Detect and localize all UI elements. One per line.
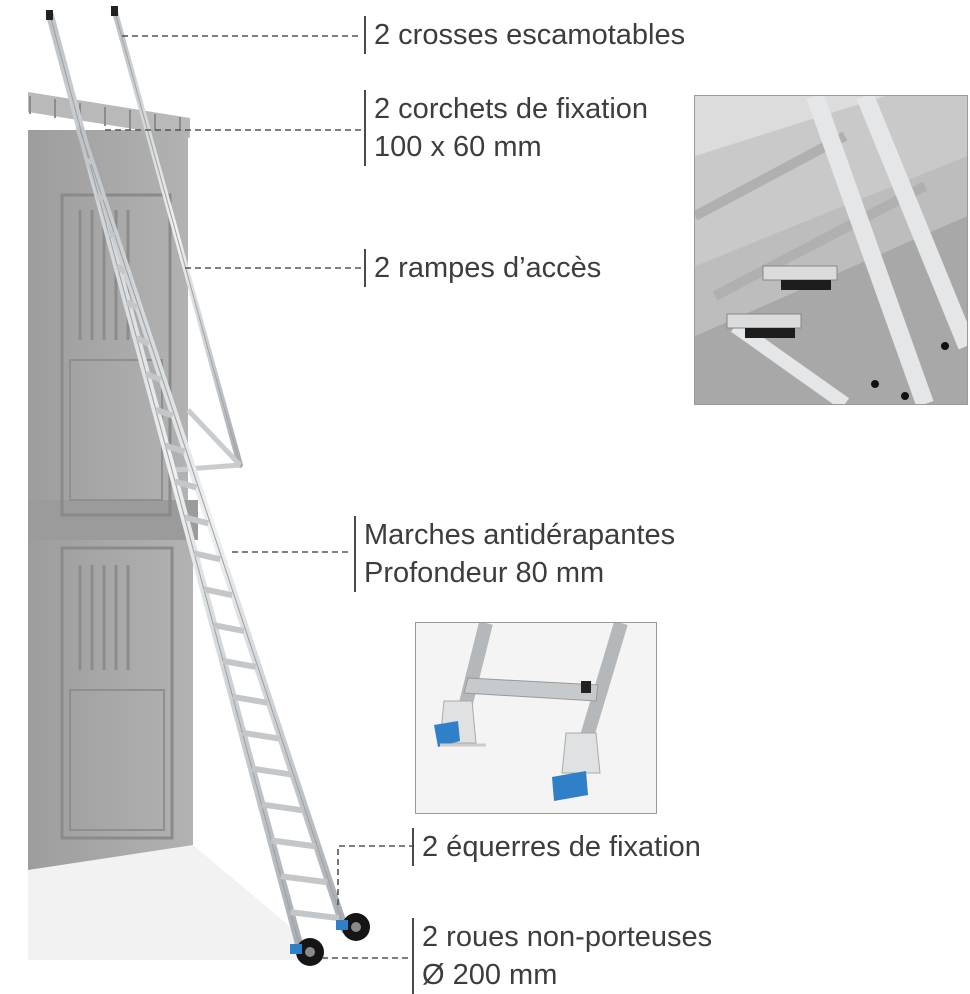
- ladder-rung: [135, 335, 151, 347]
- ladder-rung: [241, 729, 281, 742]
- ladder-rung: [232, 693, 269, 706]
- callout-rampes: 2 rampes d’accès: [364, 249, 601, 287]
- hooks-detail-illustration: [695, 96, 967, 404]
- callout-corchets-line1: 2 corchets de fixation: [374, 93, 649, 125]
- ladder-rung: [212, 622, 245, 634]
- callout-corchets-line2: 100 x 60 mm: [374, 131, 542, 163]
- callout-roues: 2 roues non-porteuses Ø 200 mm: [412, 918, 712, 994]
- callout-equerres: 2 équerres de fixation: [412, 828, 701, 866]
- callout-roues-line1: 2 roues non-porteuses: [422, 921, 713, 953]
- ladder-rung: [115, 263, 127, 275]
- inset-hooks-detail: [694, 95, 968, 405]
- ladder-rung: [280, 873, 328, 886]
- callout-marches: Marches antidérapantes Profondeur 80 mm: [354, 516, 675, 592]
- callout-crosses: 2 crosses escamotables: [364, 16, 685, 54]
- building: [28, 92, 330, 960]
- ladder-rung: [270, 837, 316, 850]
- ladder-rung: [145, 371, 162, 383]
- ladder-rung: [183, 514, 210, 527]
- ladder-rung: [193, 550, 221, 563]
- ladder-rung: [203, 586, 233, 599]
- callout-marches-line2: Profondeur 80 mm: [364, 557, 605, 589]
- callout-roues-line2: Ø 200 mm: [422, 959, 558, 991]
- ladder-rung: [154, 406, 174, 419]
- callout-corchets: 2 corchets de fixation 100 x 60 mm: [364, 90, 648, 166]
- ladder-rung: [261, 801, 304, 814]
- callout-crosses-text: 2 crosses escamotables: [374, 19, 686, 51]
- callout-marches-line1: Marches antidérapantes: [364, 519, 676, 551]
- wheels: [290, 913, 370, 966]
- ladder-rung: [85, 158, 93, 166]
- ladder-rung: [222, 657, 257, 670]
- ladder-rung: [251, 765, 292, 778]
- callout-rampes-text: 2 rampes d’accès: [374, 252, 602, 284]
- handrail: [111, 6, 243, 473]
- leader-lines: [105, 35, 412, 959]
- callout-equerres-text: 2 équerres de fixation: [422, 831, 701, 863]
- ladder: [46, 10, 349, 952]
- ladder-illustration: [28, 6, 412, 966]
- ladder-rung: [164, 442, 186, 455]
- ladder-rung: [95, 192, 104, 202]
- ladder-rung: [105, 228, 116, 239]
- ladder-rung: [174, 478, 198, 491]
- ladder-rung: [290, 909, 340, 922]
- ladder-rung: [125, 299, 139, 311]
- feet-detail-illustration: [416, 623, 656, 813]
- inset-feet-detail: [415, 622, 657, 814]
